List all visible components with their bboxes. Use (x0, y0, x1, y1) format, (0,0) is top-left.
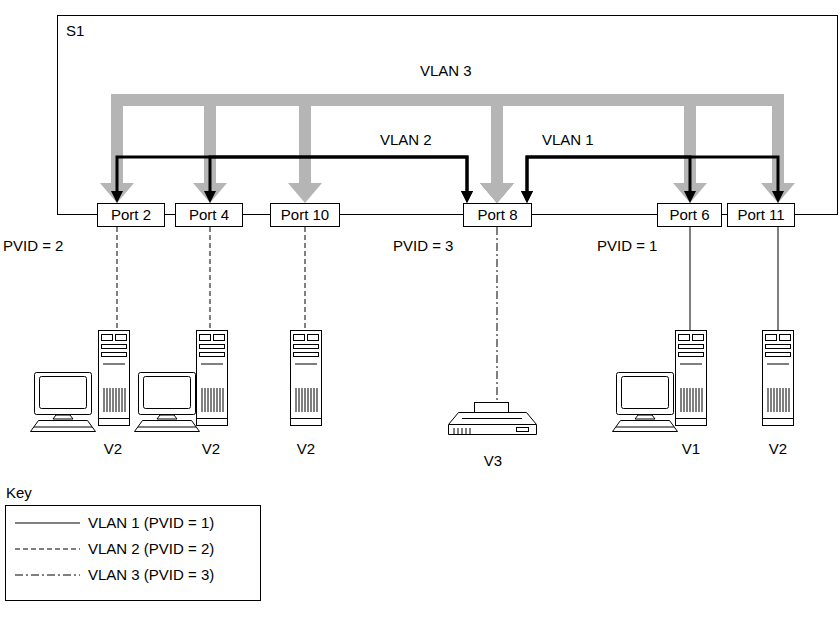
port-box: Port 10 (270, 203, 340, 227)
arrow-head (288, 183, 322, 203)
connector-line (117, 157, 467, 192)
switch-name: S1 (66, 22, 84, 40)
vlan-connector (521, 157, 784, 203)
vlan-connector (193, 100, 514, 203)
legend-text: VLAN 1 (PVID = 1) (88, 514, 214, 532)
link-line (690, 227, 691, 330)
vlan-member-label: V2 (202, 440, 220, 458)
workstation-icon (31, 373, 96, 432)
link-line (778, 227, 779, 330)
key-heading: Key (6, 484, 32, 502)
pvid-label: PVID = 1 (597, 237, 657, 255)
arrow-head (521, 191, 533, 203)
port-name: Port 10 (281, 206, 329, 224)
link-line (117, 227, 118, 330)
port-box: Port 4 (175, 203, 243, 227)
vlan-connector (100, 100, 514, 203)
port-name: Port 11 (737, 206, 784, 224)
workstation-icon (613, 373, 678, 432)
key-box (6, 506, 261, 601)
workstation-icon (135, 373, 200, 432)
server-icon (197, 331, 228, 426)
port-box: Port 2 (97, 203, 165, 227)
vlan-connector (111, 157, 473, 203)
legend-sample (15, 549, 80, 550)
link-line (497, 227, 498, 404)
switch-box: S1 (57, 15, 838, 215)
connector-line (527, 157, 690, 192)
arrow-head (521, 191, 533, 203)
arrow-head (684, 191, 696, 203)
arrow-head (480, 183, 514, 203)
pvid-label: PVID = 2 (3, 237, 63, 255)
port-box: Port 6 (657, 203, 722, 227)
vlan-label: VLAN 2 (378, 131, 434, 149)
vlan-connector (480, 100, 795, 203)
legend-text: VLAN 3 (PVID = 3) (88, 566, 214, 584)
vlan-member-label: V2 (769, 440, 787, 458)
connector-line (497, 100, 778, 184)
vlan-connector (288, 100, 514, 203)
vlan-member-label: V2 (104, 440, 122, 458)
port-name: Port 2 (111, 206, 151, 224)
server-icon (763, 331, 794, 426)
server-icon (291, 331, 322, 426)
connector-line (527, 157, 778, 192)
vlan-connector (204, 157, 473, 203)
arrow-head (204, 191, 216, 203)
legend-sample (15, 523, 80, 524)
port-name: Port 4 (189, 206, 229, 224)
printer-icon (449, 403, 537, 435)
link-line (305, 227, 306, 330)
vlan-connector (521, 157, 696, 203)
vlan-label: VLAN 1 (540, 131, 596, 149)
port-name: Port 6 (669, 206, 709, 224)
arrow-head (772, 191, 784, 203)
arrow-head (480, 183, 514, 203)
port-box: Port 11 (727, 203, 795, 227)
legend-sample (15, 575, 80, 576)
legend-text: VLAN 2 (PVID = 2) (88, 540, 214, 558)
connector-line (210, 157, 467, 192)
connector-line (117, 100, 497, 184)
link-line (210, 227, 211, 330)
vlan-label: VLAN 3 (418, 62, 474, 80)
connector-line (210, 100, 497, 184)
vlan-member-label: V1 (682, 440, 700, 458)
vlan-member-label: V2 (297, 440, 315, 458)
port-box: Port 8 (463, 203, 532, 227)
pvid-label: PVID = 3 (393, 237, 453, 255)
arrow-head (461, 191, 473, 203)
arrow-head (480, 183, 514, 203)
arrow-head (480, 183, 514, 203)
server-icon (676, 331, 707, 426)
vlan-member-label: V3 (484, 452, 502, 470)
arrow-head (111, 191, 123, 203)
port-name: Port 8 (477, 206, 517, 224)
arrow-head (461, 191, 473, 203)
vlan-connector (480, 100, 707, 203)
server-icon (99, 331, 130, 426)
arrow-head (480, 183, 514, 203)
